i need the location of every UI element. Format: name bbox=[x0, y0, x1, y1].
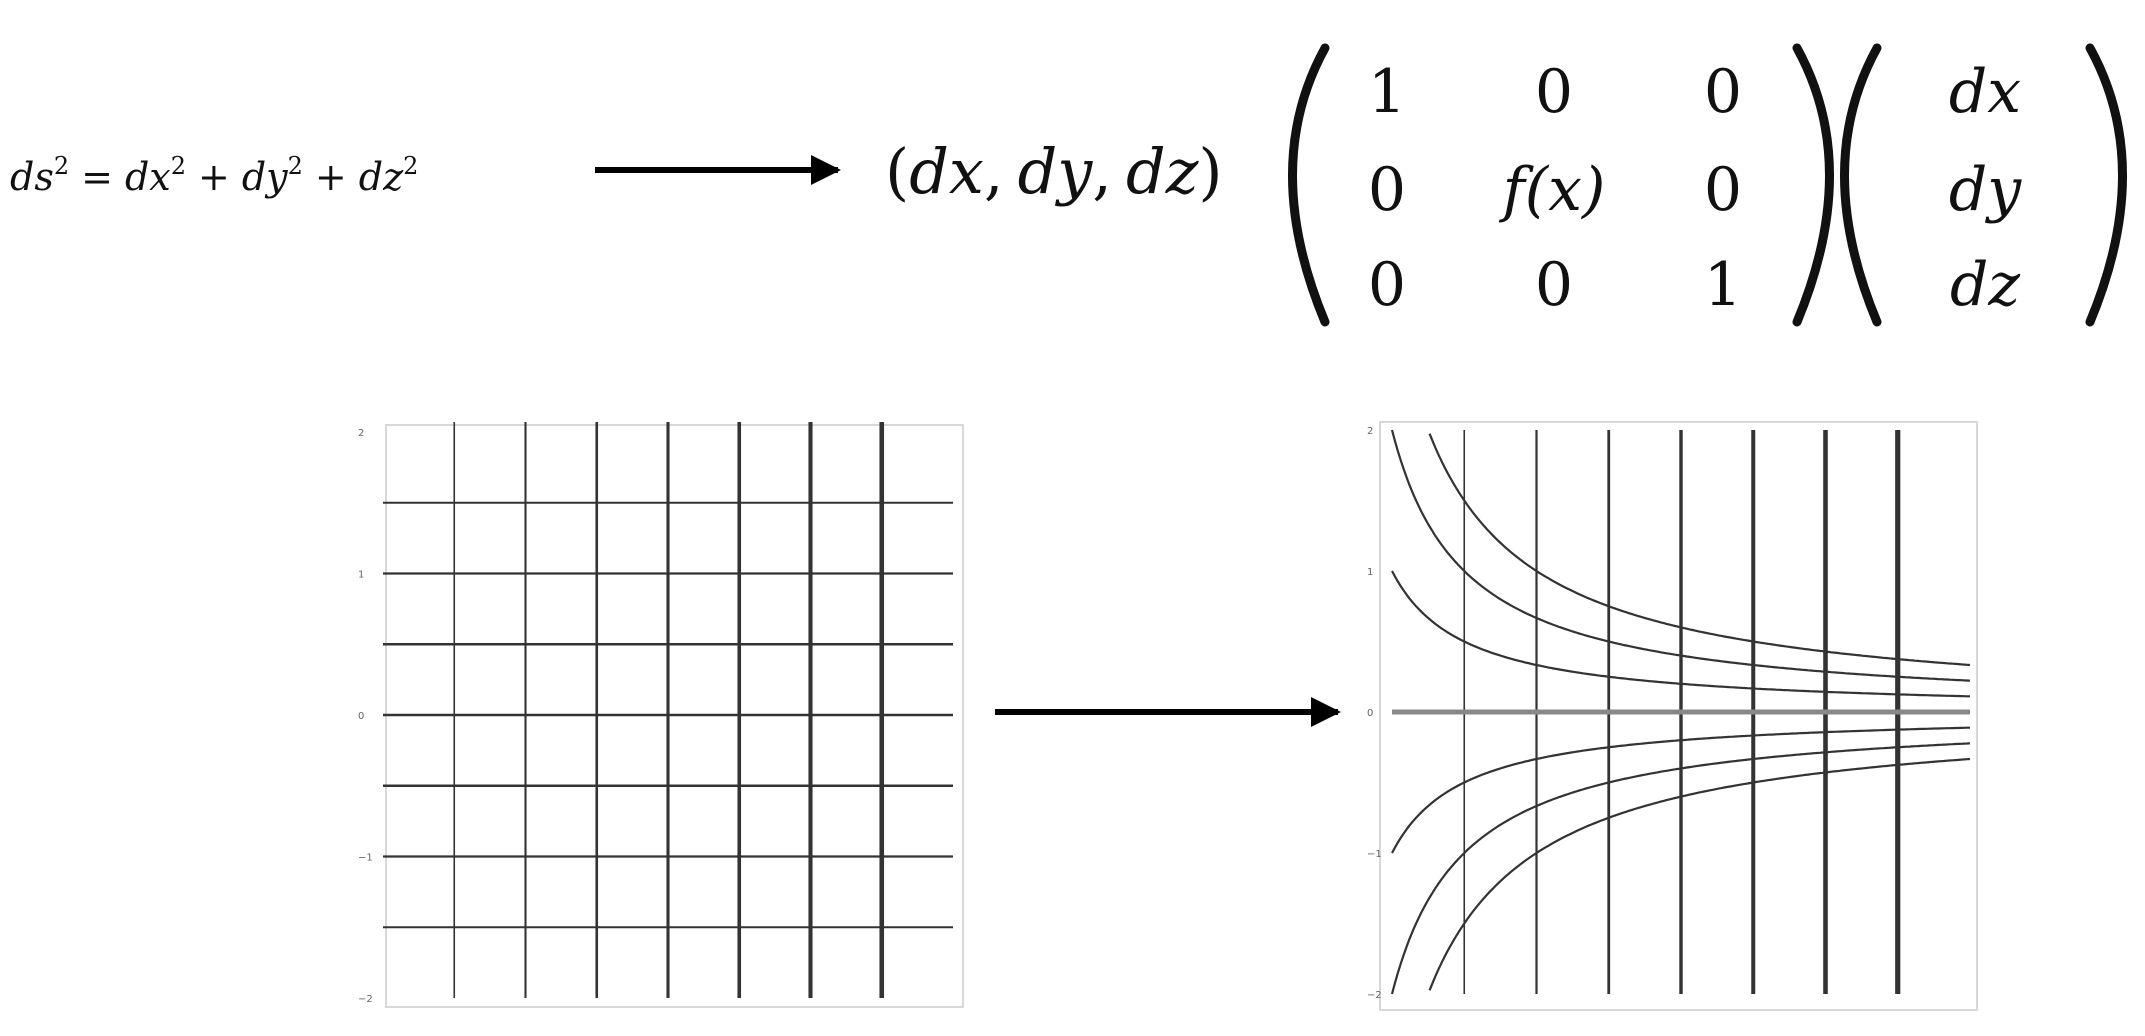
plot-frame bbox=[1379, 421, 1978, 1011]
curved-grid-plot: 2 1 0 −1 −2 bbox=[1367, 421, 1978, 1011]
matrix-right-paren bbox=[1792, 43, 1834, 327]
line-element-equation: ds2=dx2+dy2+dz2 bbox=[10, 152, 418, 199]
y-tick-label: −2 bbox=[358, 994, 373, 1005]
equation-lhs: ds2=dx2+dy2+dz2 bbox=[10, 152, 418, 199]
column-vector-entry: dz bbox=[1950, 250, 2020, 320]
column-vector-entry: dx bbox=[1949, 57, 2021, 127]
matrix: 1 0 0 0 f(x) 0 0 0 1 bbox=[1288, 43, 1834, 327]
column-vector-right-paren bbox=[2085, 43, 2127, 327]
curved-coordinate-line bbox=[1390, 742, 1971, 995]
y-tick-label: −1 bbox=[358, 853, 373, 864]
y-tick-label: 2 bbox=[358, 428, 364, 439]
matrix-cell-fx: f(x) bbox=[1499, 155, 1606, 225]
y-tick-label: 1 bbox=[358, 570, 364, 581]
curved-coordinate-line bbox=[1428, 433, 1971, 667]
svg-text:(dx,dy,dz): (dx,dy,dz) bbox=[885, 135, 1223, 208]
matrix-cell: 0 bbox=[1535, 250, 1573, 320]
column-vector-left-paren bbox=[1840, 43, 1882, 327]
matrix-cell: 0 bbox=[1368, 250, 1406, 320]
curved-coordinate-line bbox=[1390, 429, 1971, 682]
y-tick-label: 2 bbox=[1367, 426, 1373, 437]
matrix-cell: 0 bbox=[1368, 155, 1406, 225]
curved-coordinate-line bbox=[1391, 570, 1970, 698]
curved-coordinate-line bbox=[1428, 757, 1971, 991]
matrix-cell: 1 bbox=[1704, 250, 1742, 320]
matrix-cell: 0 bbox=[1704, 155, 1742, 225]
y-tick-label: 0 bbox=[1367, 708, 1373, 719]
row-vector: (dx,dy,dz) bbox=[885, 135, 1223, 208]
y-tick-label: −1 bbox=[1367, 849, 1382, 860]
y-tick-label: 0 bbox=[358, 711, 364, 722]
y-tick-label: 1 bbox=[1367, 567, 1373, 578]
flat-grid-plot: 2 1 0 −1 −2 bbox=[358, 422, 964, 1008]
y-tick-label: −2 bbox=[1367, 990, 1382, 1001]
matrix-cell: 0 bbox=[1535, 57, 1573, 127]
curved-coordinate-line bbox=[1391, 726, 1970, 854]
column-vector: dx dy dz bbox=[1840, 43, 2127, 327]
matrix-cell: 1 bbox=[1368, 57, 1406, 127]
column-vector-entry: dy bbox=[1949, 155, 2022, 225]
matrix-cell: 0 bbox=[1704, 57, 1742, 127]
matrix-left-paren bbox=[1288, 43, 1330, 327]
